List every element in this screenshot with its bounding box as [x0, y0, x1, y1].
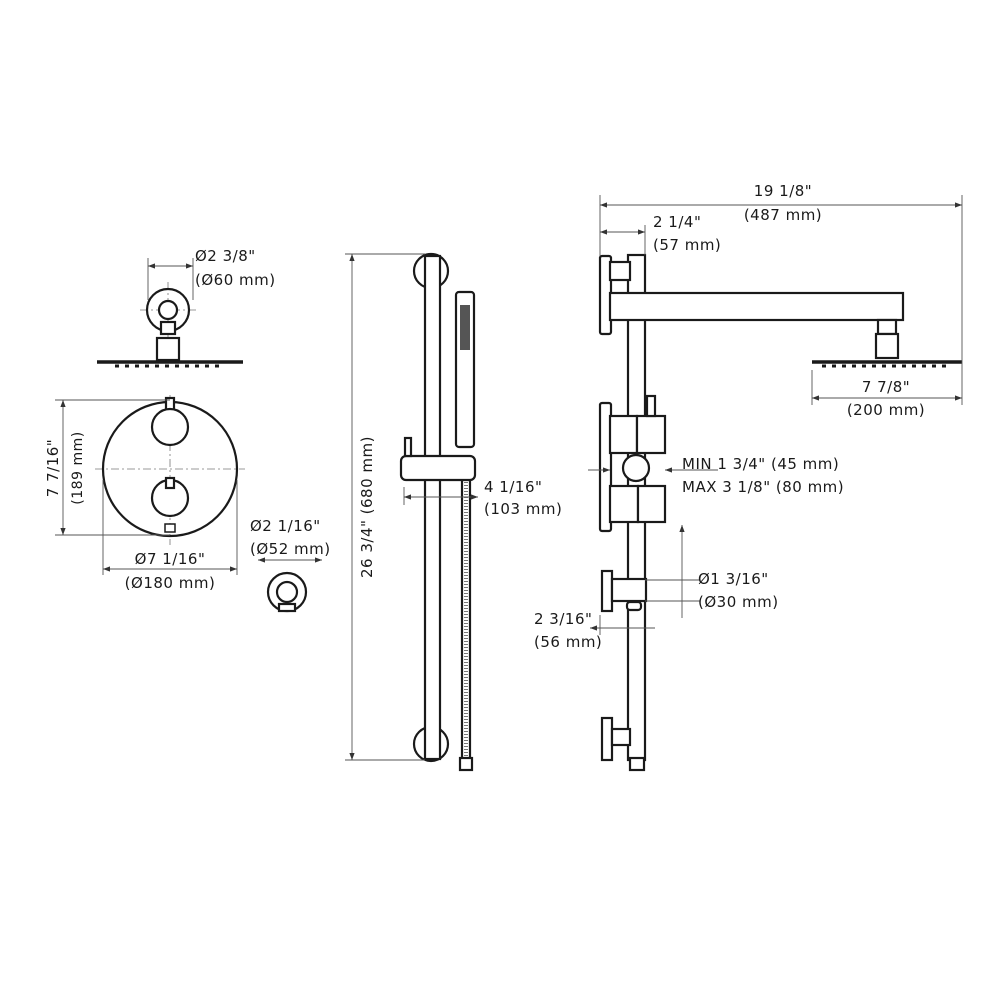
- head-dia-dim-mm: (200 mm): [847, 401, 925, 419]
- slide-bar-assembly: 26 3/4" (680 mm) 4 1/16" (103 mm): [345, 252, 562, 772]
- head-neck-dim-mm: (Ø60 mm): [195, 271, 276, 289]
- arm-length-dim-in: 19 1/8": [754, 182, 812, 200]
- holder-depth-dim-mm: (103 mm): [484, 500, 562, 518]
- bracket-depth-dim-in: 2 3/16": [534, 610, 592, 628]
- valve-height-dim-mm: (189 mm): [70, 431, 86, 504]
- valve-height-dim-in: 7 7/16": [44, 439, 62, 497]
- holder-depth-dim-in: 4 1/16": [484, 478, 542, 496]
- bracket-depth-dim-mm: (56 mm): [534, 633, 602, 651]
- arm-offset-dim-in: 2 1/4": [653, 213, 701, 231]
- wall-outlet: Ø2 1/16" (Ø52 mm): [250, 517, 331, 613]
- bracket-dia-dim-mm: (Ø30 mm): [698, 593, 779, 611]
- head-neck-dim-in: Ø2 3/8": [195, 247, 256, 265]
- valve-dia-dim-in: Ø7 1/16": [135, 550, 206, 568]
- head-dia-dim-in: 7 7/8": [862, 378, 910, 396]
- arm-offset-dim-mm: (57 mm): [653, 236, 721, 254]
- shower-head-front-view: Ø2 3/8" (Ø60 mm): [97, 247, 276, 368]
- outlet-dia-dim-in: Ø2 1/16": [250, 517, 321, 535]
- thermostatic-valve-trim: 7 7/16" (189 mm) Ø7 1/16" (Ø180 mm): [44, 395, 245, 592]
- bar-length-dim: 26 3/4" (680 mm): [358, 436, 376, 578]
- depth-min-dim: MIN 1 3/4" (45 mm): [682, 455, 839, 473]
- outlet-dia-dim-mm: (Ø52 mm): [250, 540, 331, 558]
- bracket-dia-dim-in: Ø1 3/16": [698, 570, 769, 588]
- depth-max-dim: MAX 3 1/8" (80 mm): [682, 478, 844, 496]
- valve-dia-dim-mm: (Ø180 mm): [125, 574, 216, 592]
- shower-system-side-view: MIN 1 3/4" (45 mm) MAX 3 1/8" (80 mm) Ø1…: [534, 182, 963, 772]
- arm-length-dim-mm: (487 mm): [744, 206, 822, 224]
